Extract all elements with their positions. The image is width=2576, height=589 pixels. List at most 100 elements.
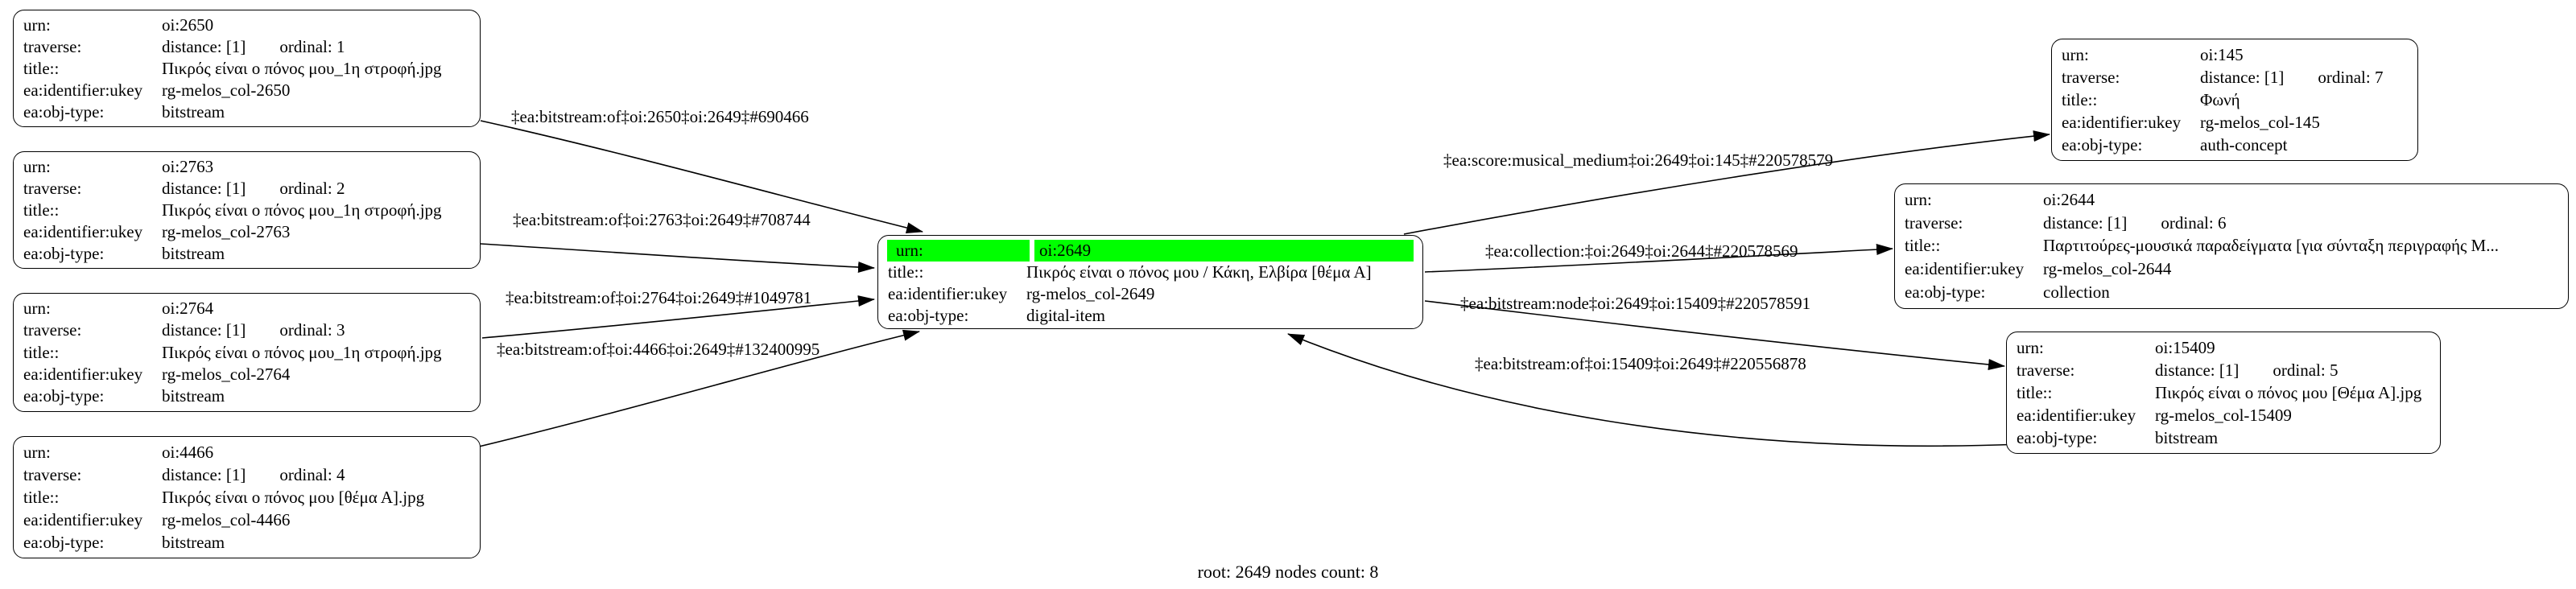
node-field-row: urn:oi:4466 [14,441,480,463]
field-value: Φωνή [2200,89,2240,109]
field-value: oi:2650 [162,15,214,35]
field-value-ordinal: ordinal: 5 [2273,360,2339,380]
field-label: title:: [23,487,60,507]
field-value: distance: [1] [162,464,246,484]
node-field-row: ea:obj-type:bitstream [14,101,480,123]
edge-oi-2763-to-oi-2649 [480,243,875,274]
node-field-row: ea:obj-type:collection [1895,282,2568,304]
field-label: urn: [23,157,51,176]
node-field-row: ea:obj-type:bitstream [14,531,480,554]
edge-label-oi-2763-to-oi-2649: ‡ea:bitstream:of‡oi:2763‡oi:2649‡#708744 [513,210,811,229]
field-label: urn: [23,15,51,35]
field-label: ea:identifier:ukey [23,509,143,529]
node-field-row: ea:obj-type: bitstream [2007,426,2440,449]
field-value: rg-melos_col-15409 [2155,405,2292,425]
field-value: Πικρός είναι ο πόνος μου_1η στροφή.jpg [162,342,442,362]
field-value-ordinal: ordinal: 3 [279,320,345,340]
node-field-row: urn: oi:15409 [2007,336,2440,359]
field-value: oi:15409 [2155,337,2215,357]
node-field-row: title::Πικρός είναι ο πόνος μου_1η στροφ… [14,200,480,221]
field-label: ea:identifier:ukey [23,222,143,241]
field-label: urn: [23,299,51,319]
edge-label-oi-4466-to-oi-2649: ‡ea:bitstream:of‡oi:4466‡oi:2649‡#132400… [497,340,820,359]
node-field-row: title::Φωνή [2052,89,2417,111]
field-value-ordinal: ordinal: 4 [279,464,345,484]
field-value-ordinal: ordinal: 2 [279,179,345,198]
field-label: ea:identifier:ukey [2017,405,2136,425]
field-label: ea:obj-type: [2017,427,2098,447]
field-label: title:: [1905,236,1941,256]
field-label: ea:obj-type: [23,244,105,263]
field-value: bitstream [162,532,225,552]
field-value: rg-melos_col-2764 [162,364,291,384]
field-label: traverse: [23,37,82,56]
field-value: bitstream [162,244,225,263]
graph-node-oi-2764[interactable]: urn: oi:2764 traverse: distance: [1] ordinal… [13,293,481,412]
node-field-row: ea:identifier:ukey rg-melos_col-15409 [2007,404,2440,426]
node-field-row: traverse:distance: [1]ordinal: 5 [2007,359,2440,381]
edge-oi-2764-to-oi-2649 [481,295,875,339]
edge-oi-2649-to-oi-15409 [1424,300,2005,370]
edge-oi-2649-to-oi-2644 [1424,244,1893,273]
field-value: Πικρός είναι ο πόνος μου_1η στροφή.jpg [162,200,442,220]
field-label: ea:obj-type: [2062,134,2143,154]
field-label: traverse: [23,464,82,484]
field-value: distance: [1] [162,320,246,340]
node-field-row: ea:obj-type: bitstream [14,385,480,407]
edge-oi-4466-to-oi-2649 [478,329,920,447]
field-label: title:: [23,200,60,220]
node-field-row: ea:obj-type:digital-item [878,305,1422,327]
field-value: distance: [1] [162,37,246,56]
field-label: ea:identifier:ukey [888,284,1008,303]
field-label: ea:identifier:ukey [2062,112,2182,132]
field-label: traverse: [2017,360,2075,380]
field-value: bitstream [2155,427,2219,447]
field-value: collection [2043,282,2110,303]
field-label: traverse: [23,320,82,340]
node-field-row: urn: oi:2644 [1895,188,2568,211]
field-value: Πικρός είναι ο πόνος μου_1η στροφή.jpg [162,59,442,78]
node-field-row: traverse: distance: [1] ordinal: 3 [14,319,480,341]
field-label: title:: [2017,382,2053,402]
node-field-row: ea:identifier:ukey rg-melos_col-4466 [14,509,480,531]
node-field-row: ea:identifier:ukey rg-melos_col-2644 [1895,258,2568,281]
field-label: ea:identifier:ukey [23,80,143,100]
node-field-row: urn: oi:2764 [14,298,480,319]
field-value: bitstream [162,385,225,406]
node-field-row: ea:obj-type: auth-concept [2052,134,2417,156]
field-value: rg-melos_col-4466 [162,509,291,529]
field-value: oi:2764 [162,299,214,319]
node-field-row: traverse:distance: [1]ordinal: 2 [14,178,480,200]
field-label: traverse: [2062,67,2120,87]
edge-label-oi-2649-to-oi-2644: ‡ea:collection:‡oi:2649‡oi:2644‡#2205785… [1485,241,1798,261]
field-label: ea:obj-type: [23,385,105,406]
field-value: distance: [1] [162,179,246,198]
field-label: urn: [1905,189,1932,209]
node-field-row: traverse:distance: [1]ordinal: 7 [2052,66,2417,89]
field-label: title:: [23,342,60,362]
field-value: rg-melos_col-2644 [2043,259,2172,279]
field-value: rg-melos_col-145 [2200,112,2320,132]
field-label: urn: [2017,337,2044,357]
field-value: auth-concept [2200,134,2288,154]
field-label: ea:identifier:ukey [23,364,143,384]
field-value: oi:2644 [2043,189,2095,209]
node-field-row: ea:identifier:ukey rg-melos_col-145 [2052,111,2417,134]
field-value: digital-item [1026,306,1105,325]
field-label: ea:identifier:ukey [1905,259,2025,279]
edge-label-oi-2650-to-oi-2649: ‡ea:bitstream:of‡oi:2650‡oi:2649‡#690466 [511,107,809,126]
graph-footer-label: root: 2649 nodes count: 8 [1197,562,1379,582]
field-value: Πικρός είναι ο πόνος μου [θέμα Α].jpg [162,487,425,507]
